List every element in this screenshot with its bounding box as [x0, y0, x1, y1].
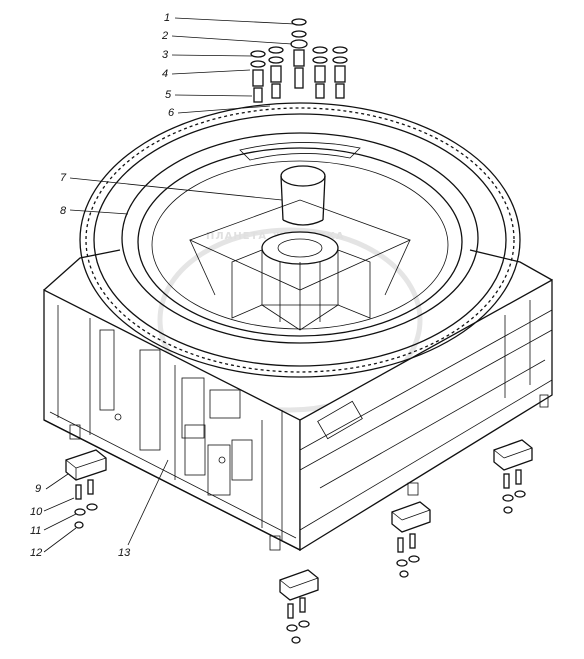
callout-labels: 1 2 3 4 5 6 7 8 9 10 11 12 13: [30, 12, 175, 559]
fastener-stack: [312, 46, 328, 99]
base-housing: [43, 249, 553, 552]
support-block-front: [279, 569, 319, 644]
callout-6: 6: [168, 107, 175, 119]
callout-7: 7: [60, 172, 67, 184]
callout-1: 1: [164, 12, 170, 24]
callout-12: 12: [30, 547, 42, 559]
support-block-middle: [391, 501, 431, 578]
callout-8: 8: [60, 205, 67, 217]
fastener-stack: [250, 50, 266, 103]
leader-lines: [43, 17, 296, 553]
support-block-right: [493, 439, 533, 514]
callout-9: 9: [35, 483, 41, 495]
callout-4: 4: [162, 68, 168, 80]
ring-gear: [79, 102, 521, 378]
inner-hub: [188, 165, 412, 331]
fastener-stack: [268, 46, 284, 99]
callout-5: 5: [165, 89, 172, 101]
fastener-stack: [290, 18, 308, 89]
callout-2: 2: [161, 30, 168, 42]
callout-3: 3: [162, 49, 169, 61]
callout-10: 10: [30, 506, 43, 518]
top-fasteners: [250, 18, 348, 103]
support-block-left: [65, 449, 107, 529]
fastener-stack: [332, 46, 348, 99]
callout-13: 13: [118, 547, 131, 559]
callout-11: 11: [30, 525, 41, 537]
